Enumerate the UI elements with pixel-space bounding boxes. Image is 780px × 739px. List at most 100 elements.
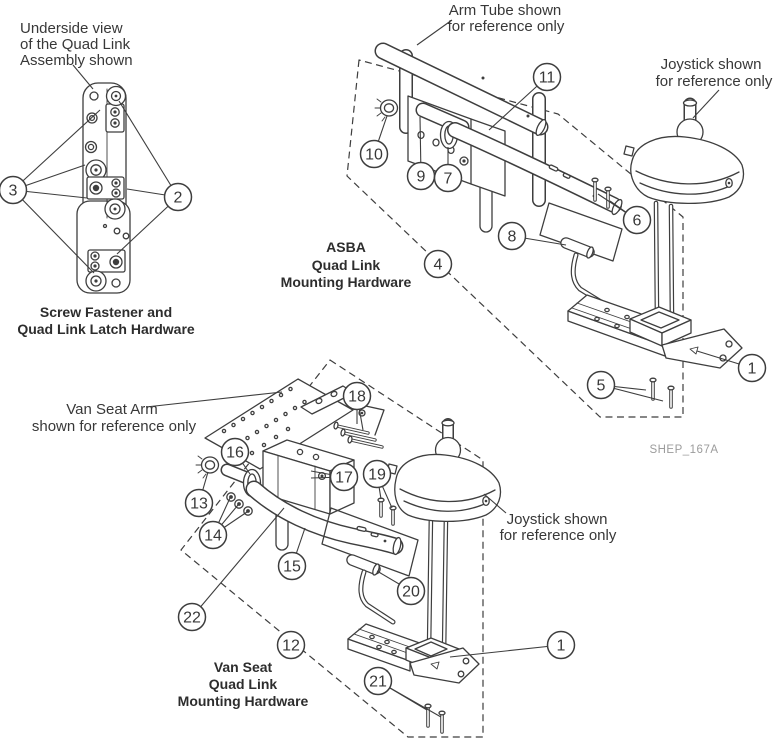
callout-leader-3 (12, 189, 95, 274)
callout-leader-3 (12, 109, 101, 191)
callout-17 (329, 462, 359, 492)
joystick-bottom-note-leader (483, 493, 507, 514)
van-seat-arm-note-line2: shown for reference only (32, 418, 197, 435)
callout-11 (532, 62, 562, 92)
backing-panel (539, 202, 623, 262)
callout-number-6: 6 (633, 213, 642, 230)
arm-tube-note-line2: for reference only (448, 18, 565, 35)
callout-number-8: 8 (508, 229, 517, 246)
callout-number-12: 12 (282, 638, 300, 655)
callout-leader-22 (191, 507, 285, 618)
clamp-knob-13 (195, 455, 220, 479)
callout-number-11: 11 (539, 70, 556, 87)
callout-number-1: 1 (557, 638, 566, 655)
backing-panel-bottom (321, 507, 419, 577)
callout-number-5: 5 (597, 378, 606, 395)
underside-caption-line1: Screw Fastener and (40, 304, 172, 320)
callout-1 (546, 630, 576, 660)
callout-19 (362, 459, 392, 489)
joystick-bottom (386, 418, 502, 523)
underside-caption-line2: Quad Link Latch Hardware (17, 321, 195, 337)
labels: Underside view of the Quad Link Assembly… (17, 2, 773, 709)
callout-number-2: 2 (174, 190, 183, 207)
note-leaders (72, 19, 720, 514)
underside-note-line3: Assembly shown (20, 52, 133, 69)
arm-tube (374, 42, 549, 137)
callout-5 (586, 370, 616, 400)
callout-number-20: 20 (402, 584, 420, 601)
van-seat-arm-note-leader (145, 391, 283, 408)
arm-tube-note-leader (416, 19, 453, 46)
pins-19 (377, 497, 397, 526)
callout-4 (423, 249, 453, 279)
pivot-sleeve (220, 463, 254, 485)
mount-arm-tube-15 (245, 480, 404, 556)
van-seat-caption-line1: Van Seat (214, 659, 273, 675)
callout-2 (163, 182, 193, 212)
figure-watermark: SHEP_167A (649, 444, 718, 456)
callout-8 (497, 221, 527, 251)
joystick-top-note-line2: for reference only (656, 73, 773, 90)
asba-caption-line1: ASBA (326, 239, 366, 255)
callout-7 (433, 163, 463, 193)
callout-number-15: 15 (283, 559, 301, 576)
callout-number-1: 1 (748, 361, 757, 378)
callout-number-13: 13 (190, 496, 208, 513)
arm-tube-note-line1: Arm Tube shown (449, 2, 562, 19)
asba-assembly-drawing (374, 42, 745, 409)
callout-16 (220, 437, 250, 467)
joystick-top (623, 97, 745, 205)
callout-3 (0, 175, 28, 205)
screws-5 (649, 377, 675, 409)
callout-number-9: 9 (417, 169, 426, 186)
callout-number-14: 14 (204, 528, 222, 545)
callout-20 (396, 576, 426, 606)
screws-21 (424, 703, 446, 734)
callout-number-10: 10 (365, 147, 383, 164)
callout-1 (737, 353, 767, 383)
underside-note-line2: of the Quad Link (20, 36, 131, 53)
callout-number-7: 7 (444, 171, 453, 188)
asba-caption-line2: Quad Link (312, 257, 381, 273)
link-cylinder-20 (346, 554, 396, 625)
joystick-bottom-note-line1: Joystick shown (507, 511, 608, 528)
van-seat-arm-note-line1: Van Seat Arm (66, 401, 157, 418)
callout-number-22: 22 (183, 610, 201, 627)
nuts-14 (226, 492, 253, 516)
callout-13 (184, 488, 214, 518)
callout-number-3: 3 (9, 183, 18, 200)
callout-12 (276, 630, 306, 660)
joystick-bottom-note-line2: for reference only (500, 527, 617, 544)
callout-6 (622, 205, 652, 235)
van-seat-caption-line3: Mounting Hardware (178, 693, 309, 709)
callout-10 (359, 139, 389, 169)
callout-number-4: 4 (434, 257, 443, 274)
callout-21 (363, 666, 393, 696)
underside-note-leader (72, 64, 94, 90)
asba-caption-line3: Mounting Hardware (281, 274, 412, 290)
callout-leader-2 (118, 100, 179, 198)
underside-note-line1: Underside view (20, 20, 123, 37)
mounting-bracket-bottom (405, 637, 480, 684)
joystick-top-note-leader (692, 89, 720, 119)
callout-22 (177, 602, 207, 632)
van-seat-caption-line2: Quad Link (209, 676, 278, 692)
callout-15 (277, 551, 307, 581)
callout-number-16: 16 (226, 445, 244, 462)
screws-6 (591, 177, 612, 209)
callout-number-17: 17 (335, 470, 353, 487)
joystick-top-note-line1: Joystick shown (661, 56, 762, 73)
clamp-knob (374, 98, 399, 122)
callout-number-19: 19 (368, 467, 386, 484)
joystick-rods-bottom (426, 510, 449, 657)
callout-14 (198, 520, 228, 550)
clamp-strap (479, 183, 493, 233)
joystick-rods (653, 200, 675, 325)
callout-number-21: 21 (369, 674, 387, 691)
callout-leader-1 (449, 644, 562, 658)
callout-18 (342, 381, 372, 411)
quad-link-underside-drawing (76, 82, 131, 294)
